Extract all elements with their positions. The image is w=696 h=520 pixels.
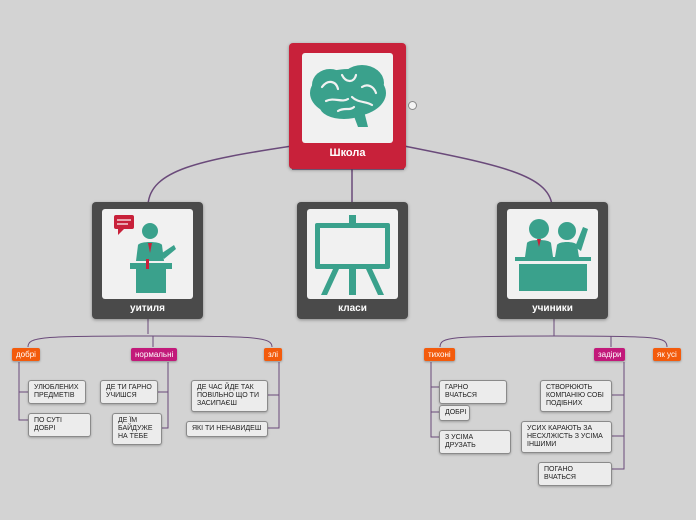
leaf-you-study-well[interactable]: ДЕ ТИ ГАРНО УЧИШСЯ <box>100 380 158 404</box>
leaf-they-dont-care[interactable]: ДЕ ЇМ БАЙДУЖЕ НА ТЕБЕ <box>112 413 162 445</box>
leaf-time-goes-slowly[interactable]: ДЕ ЧАС ЙДЕ ТАК ПОВІЛЬНО ЩО ТИ ЗАСИПАЄШ <box>191 380 268 412</box>
students-desk-icon <box>515 219 591 291</box>
easel-board-icon <box>315 215 390 295</box>
tag-average-students[interactable]: як усі <box>653 348 681 361</box>
students-title: учиники <box>532 303 573 314</box>
teacher-podium-icon <box>114 215 176 293</box>
branch-node-students[interactable]: учиники <box>497 202 608 319</box>
tag-bully-students[interactable]: задіри <box>594 348 626 361</box>
leaf-study-well[interactable]: ГАРНО ВЧАТЬСЯ <box>439 380 507 404</box>
tag-good-teachers[interactable]: добрі <box>12 348 40 361</box>
leaf-essentially-good[interactable]: ПО СУТІ ДОБРІ <box>28 413 91 437</box>
tag-normal-teachers[interactable]: нормальні <box>131 348 178 361</box>
leaf-favorite-subjects[interactable]: УЛЮБЛЕНИХ ПРЕДМЕТІВ <box>28 380 86 404</box>
leaf-punish-everyone[interactable]: УСИХ КАРАЮТЬ ЗА НЕСХЛЖІСТЬ З УСІМА ІНШИМ… <box>521 421 612 453</box>
collapse-toggle[interactable] <box>408 101 417 110</box>
brain-icon <box>310 65 386 127</box>
leaf-create-company[interactable]: СТВОРЮЮТЬ КОМПАНІЮ СОБІ ПОДІБНИХ <box>540 380 612 412</box>
branch-node-teachers[interactable]: уитиля <box>92 202 203 319</box>
leaf-kind[interactable]: ДОБРІ <box>439 405 470 421</box>
leaf-you-hate[interactable]: ЯКІ ТИ НЕНАВИДЕШ <box>186 421 268 437</box>
branch-node-classes[interactable]: класи <box>297 202 408 319</box>
tag-evil-teachers[interactable]: злі <box>264 348 283 361</box>
leaf-study-badly[interactable]: ПОГАНО ВЧАТЬСЯ <box>538 462 612 486</box>
leaf-friends-with-all[interactable]: З УСІМА ДРУЗАТЬ <box>439 430 511 454</box>
teachers-title: уитиля <box>130 303 165 314</box>
root-title: Школа <box>329 147 366 159</box>
classes-title: класи <box>338 303 367 314</box>
tag-quiet-students[interactable]: тихоні <box>424 348 455 361</box>
root-node-school[interactable]: Школа <box>289 43 406 169</box>
